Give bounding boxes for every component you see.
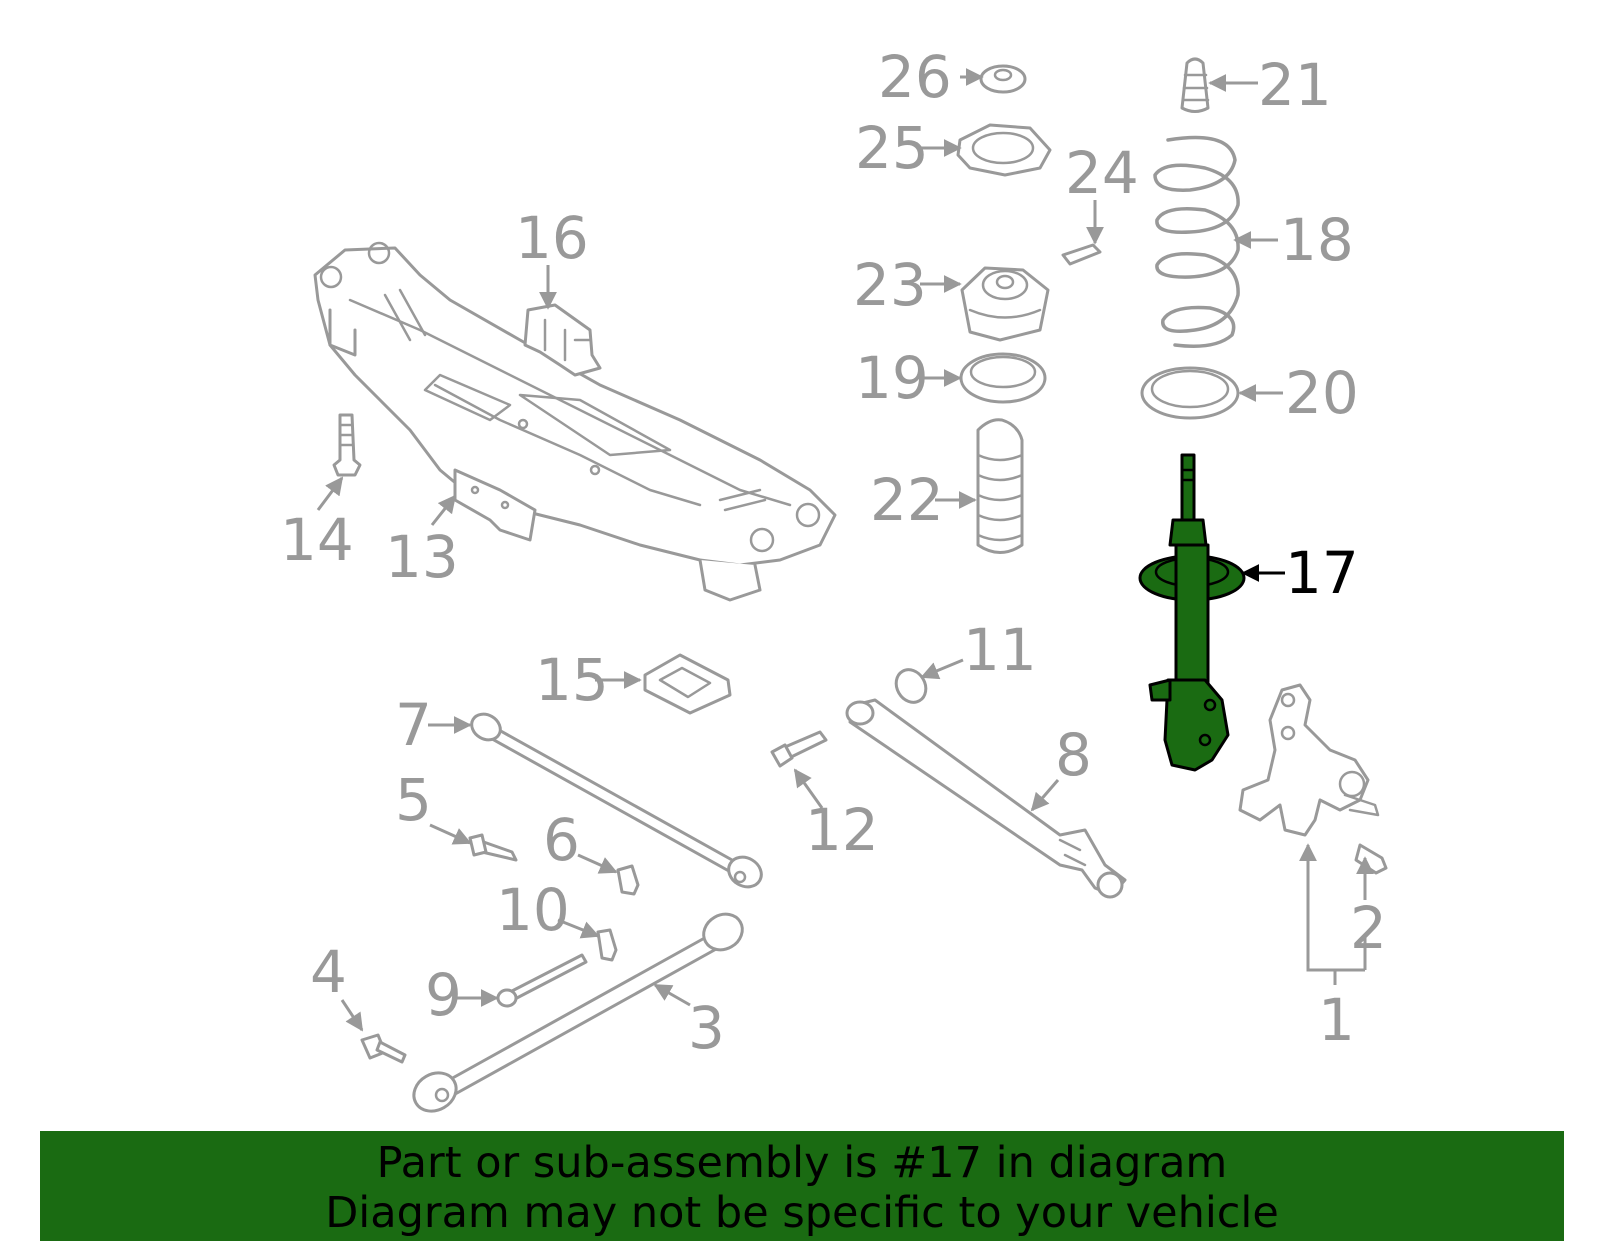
callout-2: 2 (1350, 894, 1387, 962)
callout-13: 13 (385, 523, 459, 591)
knuckle-1-part[interactable] (1238, 683, 1380, 837)
trailing-arm-3-part[interactable] (407, 907, 749, 1118)
spacer-24-part[interactable] (1061, 243, 1102, 266)
callout-5: 5 (395, 766, 432, 834)
callout-3: 3 (688, 994, 725, 1062)
bolt-2-part[interactable] (1354, 843, 1388, 875)
mount-bracket-part[interactable] (523, 303, 602, 377)
spring-seat-20-part[interactable] (1140, 366, 1240, 420)
callout-9: 9 (425, 961, 462, 1029)
callout-12: 12 (805, 796, 879, 864)
callout-8: 8 (1055, 721, 1092, 789)
plate-6-part[interactable] (616, 864, 640, 896)
bolt-14-part[interactable] (332, 413, 362, 477)
callout-10: 10 (496, 876, 570, 944)
callout-23: 23 (853, 251, 927, 319)
callout-17: 17 (1285, 539, 1359, 607)
pad-15-part[interactable] (643, 653, 732, 715)
banner-line-disclaimer: Diagram may not be specific to your vehi… (325, 1188, 1279, 1238)
control-arm-8-part[interactable] (845, 698, 1127, 899)
banner-line-part-number: Part or sub-assembly is #17 in diagram (376, 1138, 1228, 1188)
strut-mount-23-part[interactable] (960, 266, 1050, 342)
coil-spring-18-part[interactable] (1153, 135, 1240, 348)
callout-15: 15 (535, 646, 609, 714)
callout-7: 7 (395, 691, 432, 759)
lateral-link-7-part[interactable] (467, 709, 767, 893)
long-bolt-9-part[interactable] (496, 953, 588, 1008)
strut-assembly-17-part[interactable] (1138, 453, 1246, 772)
callout-14: 14 (280, 506, 354, 574)
callout-11: 11 (963, 616, 1037, 684)
callout-20: 20 (1285, 359, 1359, 427)
ring-19-part[interactable] (959, 352, 1047, 404)
callout-24: 24 (1065, 139, 1139, 207)
callout-1: 1 (1318, 986, 1355, 1054)
callout-25: 25 (855, 114, 929, 182)
insulator-plate-25-part[interactable] (956, 123, 1052, 177)
bushing-11-part[interactable] (890, 664, 931, 707)
leader-lines (316, 68, 1374, 1032)
crossmember-part[interactable] (313, 241, 837, 602)
callout-18: 18 (1280, 206, 1354, 274)
plate-10-part[interactable] (596, 928, 618, 962)
callout-6: 6 (543, 806, 580, 874)
washer-26-part[interactable] (979, 64, 1027, 94)
bump-stop-21-part[interactable] (1180, 57, 1210, 113)
bolt-4-part[interactable] (360, 1033, 407, 1064)
bolt-12-part[interactable] (770, 730, 828, 768)
callout-19: 19 (855, 344, 929, 412)
callout-26: 26 (878, 43, 952, 111)
info-banner: Part or sub-assembly is #17 in diagram D… (40, 1131, 1564, 1241)
callout-16: 16 (515, 204, 589, 272)
callout-4: 4 (310, 938, 347, 1006)
dust-boot-22-part[interactable] (976, 418, 1024, 554)
bolt-5-part[interactable] (468, 833, 518, 862)
callout-22: 22 (870, 466, 944, 534)
callout-21: 21 (1258, 51, 1332, 119)
callout-numbers: 26 25 24 23 19 22 21 18 20 17 16 14 13 1… (280, 43, 1387, 1062)
